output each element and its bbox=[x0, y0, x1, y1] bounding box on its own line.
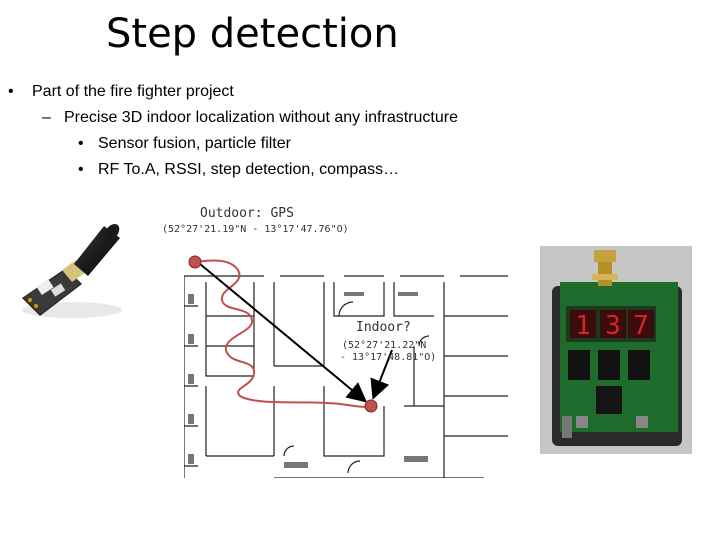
display-digit: 3 bbox=[605, 311, 621, 341]
walked-path bbox=[195, 259, 371, 408]
outdoor-gps-point bbox=[188, 255, 202, 269]
sensor-module-image bbox=[22, 224, 122, 318]
bullet-item: • Sensor fusion, particle filter bbox=[78, 134, 291, 154]
indoor-coordinates-line1: (52°27'21.22"N bbox=[342, 340, 427, 351]
display-digit: 1 bbox=[575, 311, 591, 341]
bullet-marker: • bbox=[8, 83, 14, 100]
bullet-text: Sensor fusion, particle filter bbox=[98, 135, 291, 152]
indoor-estimated-point bbox=[364, 399, 378, 413]
indoor-label: Indoor? bbox=[356, 320, 411, 335]
outdoor-label: Outdoor: GPS bbox=[200, 206, 294, 221]
bullet-item: • Part of the fire fighter project bbox=[8, 82, 234, 102]
bullet-item: • RF To.A, RSSI, step detection, compass… bbox=[78, 160, 399, 180]
indoor-coordinates-line2: - 13°17'48.81"O) bbox=[340, 352, 437, 363]
bullet-text: Part of the fire fighter project bbox=[32, 83, 234, 100]
firefighter-device-image: 1 3 7 bbox=[540, 246, 692, 454]
bullet-marker: – bbox=[42, 109, 51, 126]
floor-plan-map bbox=[184, 275, 508, 478]
indoor-pointer-arrow bbox=[370, 349, 393, 400]
bullet-marker: • bbox=[78, 161, 84, 178]
outdoor-coordinates: (52°27'21.19"N - 13°17'47.76"O) bbox=[162, 224, 349, 235]
bullet-marker: • bbox=[78, 135, 84, 152]
display-digit: 7 bbox=[633, 311, 649, 341]
slide-title: Step detection bbox=[106, 11, 399, 57]
bullet-text: Precise 3D indoor localization without a… bbox=[64, 109, 458, 126]
localization-overlay bbox=[188, 255, 393, 413]
bullet-text: RF To.A, RSSI, step detection, compass… bbox=[98, 161, 400, 178]
bullet-item: –Precise 3D indoor localization without … bbox=[42, 108, 458, 128]
straight-arrow bbox=[199, 263, 368, 403]
